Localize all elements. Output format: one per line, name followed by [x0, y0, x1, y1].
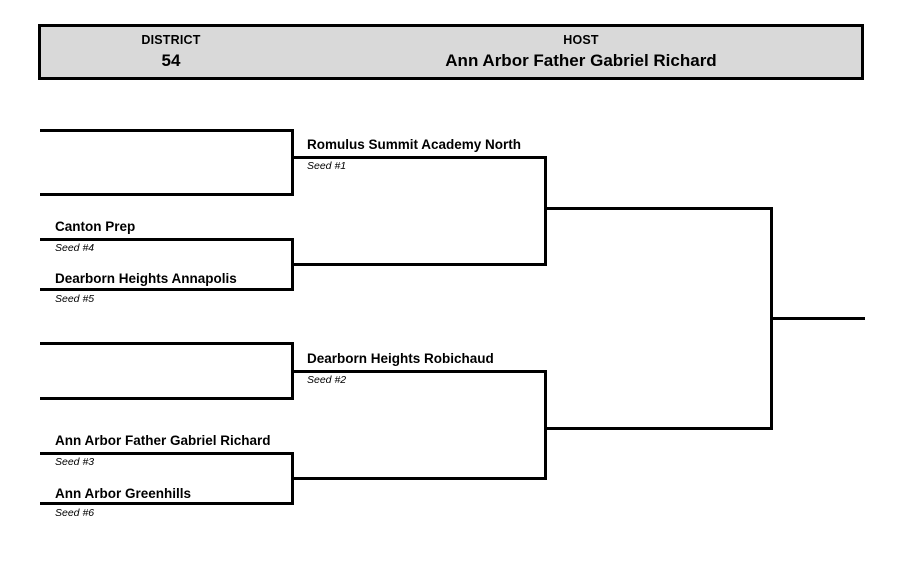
r1-annapolis-line: [40, 288, 291, 291]
district-host-header: DISTRICT 54 HOST Ann Arbor Father Gabrie…: [38, 24, 864, 80]
host-column: HOST Ann Arbor Father Gabriel Richard: [301, 27, 861, 77]
r2-robichaud-line: [291, 370, 547, 373]
r2-upper-connector: [544, 156, 547, 266]
r2-romulus-name: Romulus Summit Academy North: [307, 137, 522, 152]
r1-canton-prep-name: Canton Prep: [55, 219, 136, 234]
r1-canton-prep-line: [40, 238, 291, 241]
r2-robichaud-name: Dearborn Heights Robichaud: [307, 351, 494, 366]
r1-greenhills-line: [40, 502, 291, 505]
district-column: DISTRICT 54: [41, 27, 301, 77]
r1-gameA-connector: [291, 129, 294, 196]
r2-lower-lower-feed-line: [291, 477, 547, 480]
r2-romulus-seed: Seed #1: [307, 160, 347, 172]
r1-greenhills-name: Ann Arbor Greenhills: [55, 486, 192, 501]
host-name: Ann Arbor Father Gabriel Richard: [445, 50, 717, 70]
r1-greenhills-seed: Seed #6: [55, 507, 95, 519]
r1-slot4-line: [40, 342, 291, 345]
r1-fgr-line: [40, 452, 291, 455]
r2-lower-connector: [544, 370, 547, 480]
r1-slot2-line: [40, 193, 291, 196]
district-number: 54: [161, 50, 181, 70]
r1-fgr-name: Ann Arbor Father Gabriel Richard: [55, 433, 271, 448]
host-label: HOST: [563, 32, 599, 47]
r2-romulus-line: [291, 156, 547, 159]
r1-fgr-seed: Seed #3: [55, 456, 95, 468]
final-upper-feed-line: [544, 207, 773, 210]
r1-annapolis-name: Dearborn Heights Annapolis: [55, 271, 237, 286]
r2-robichaud-seed: Seed #2: [307, 374, 347, 386]
district-label: DISTRICT: [141, 32, 201, 47]
final-lower-feed-line: [544, 427, 773, 430]
r1-annapolis-seed: Seed #5: [55, 293, 95, 305]
r1-slot1-line: [40, 129, 291, 132]
champion-line: [770, 317, 865, 320]
r2-upper-lower-feed-line: [291, 263, 547, 266]
r1-slot5-line: [40, 397, 291, 400]
r1-canton-prep-seed: Seed #4: [55, 242, 95, 254]
